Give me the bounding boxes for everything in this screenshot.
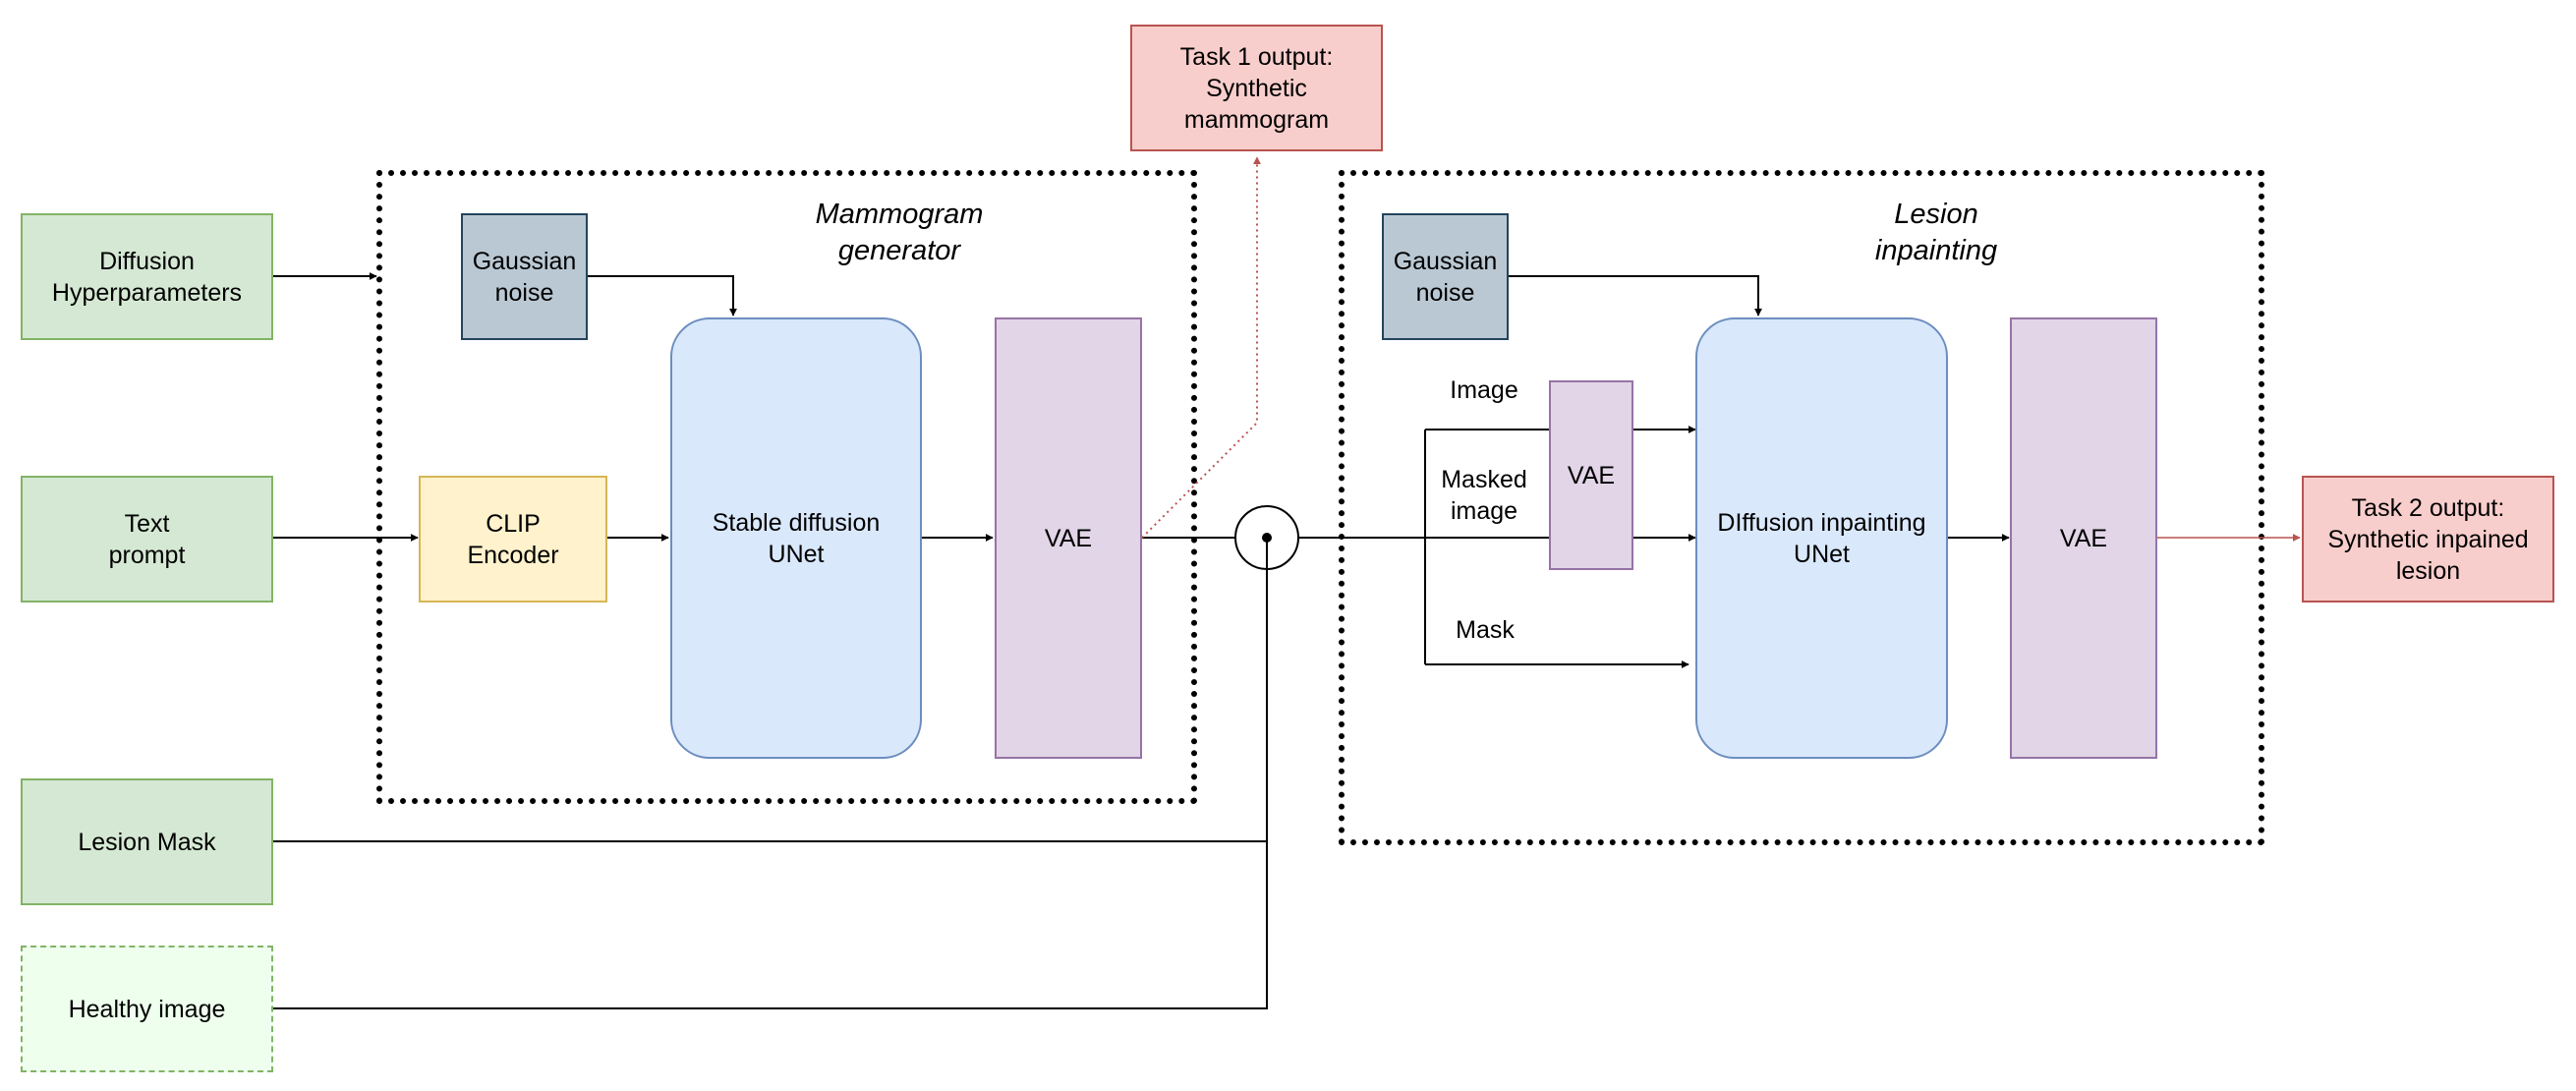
edge-healthy-image-to-junction [273, 841, 1268, 1009]
edge-noise-to-unet [588, 275, 737, 316]
lesion-inpainting-title: Lesion inpainting [1874, 199, 1998, 267]
mammogram-generator-group [376, 170, 1197, 804]
diffusion-hyperparameters-node: Diffusion Hyperparameters [21, 213, 273, 340]
edge-label-image: Image [1450, 376, 1518, 404]
edge-noise2-to-unet [1509, 275, 1762, 316]
gaussian-noise-inpainting-node: Gaussian noise [1382, 213, 1509, 340]
vae-encoder-inpainting-node: VAE [1549, 380, 1633, 570]
gaussian-noise-node: Gaussian noise [461, 213, 588, 340]
vae-node: VAE [995, 317, 1142, 759]
text-prompt-node: Text prompt [21, 476, 273, 603]
junction-dot [1262, 533, 1272, 543]
vae-decoder-inpainting-node: VAE [2010, 317, 2157, 759]
clip-encoder-node: CLIP Encoder [419, 476, 607, 603]
lesion-mask-node: Lesion Mask [21, 778, 273, 905]
diffusion-inpainting-unet-node: DIffusion inpainting UNet [1695, 317, 1948, 759]
edge-vae-to-task1-output [1141, 156, 1261, 539]
edge-label-mask: Mask [1456, 616, 1515, 644]
healthy-image-node: Healthy image [21, 946, 273, 1072]
task1-output-node: Task 1 output: Synthetic mammogram [1130, 25, 1383, 151]
mammogram-generator-title: Mammogram generator [815, 199, 984, 267]
stable-diffusion-unet-node: Stable diffusion UNet [670, 317, 922, 759]
task2-output-node: Task 2 output: Synthetic inpained lesion [2302, 476, 2554, 603]
edge-label-masked-image: Masked image [1441, 466, 1527, 525]
lesion-inpainting-group [1339, 170, 2264, 845]
